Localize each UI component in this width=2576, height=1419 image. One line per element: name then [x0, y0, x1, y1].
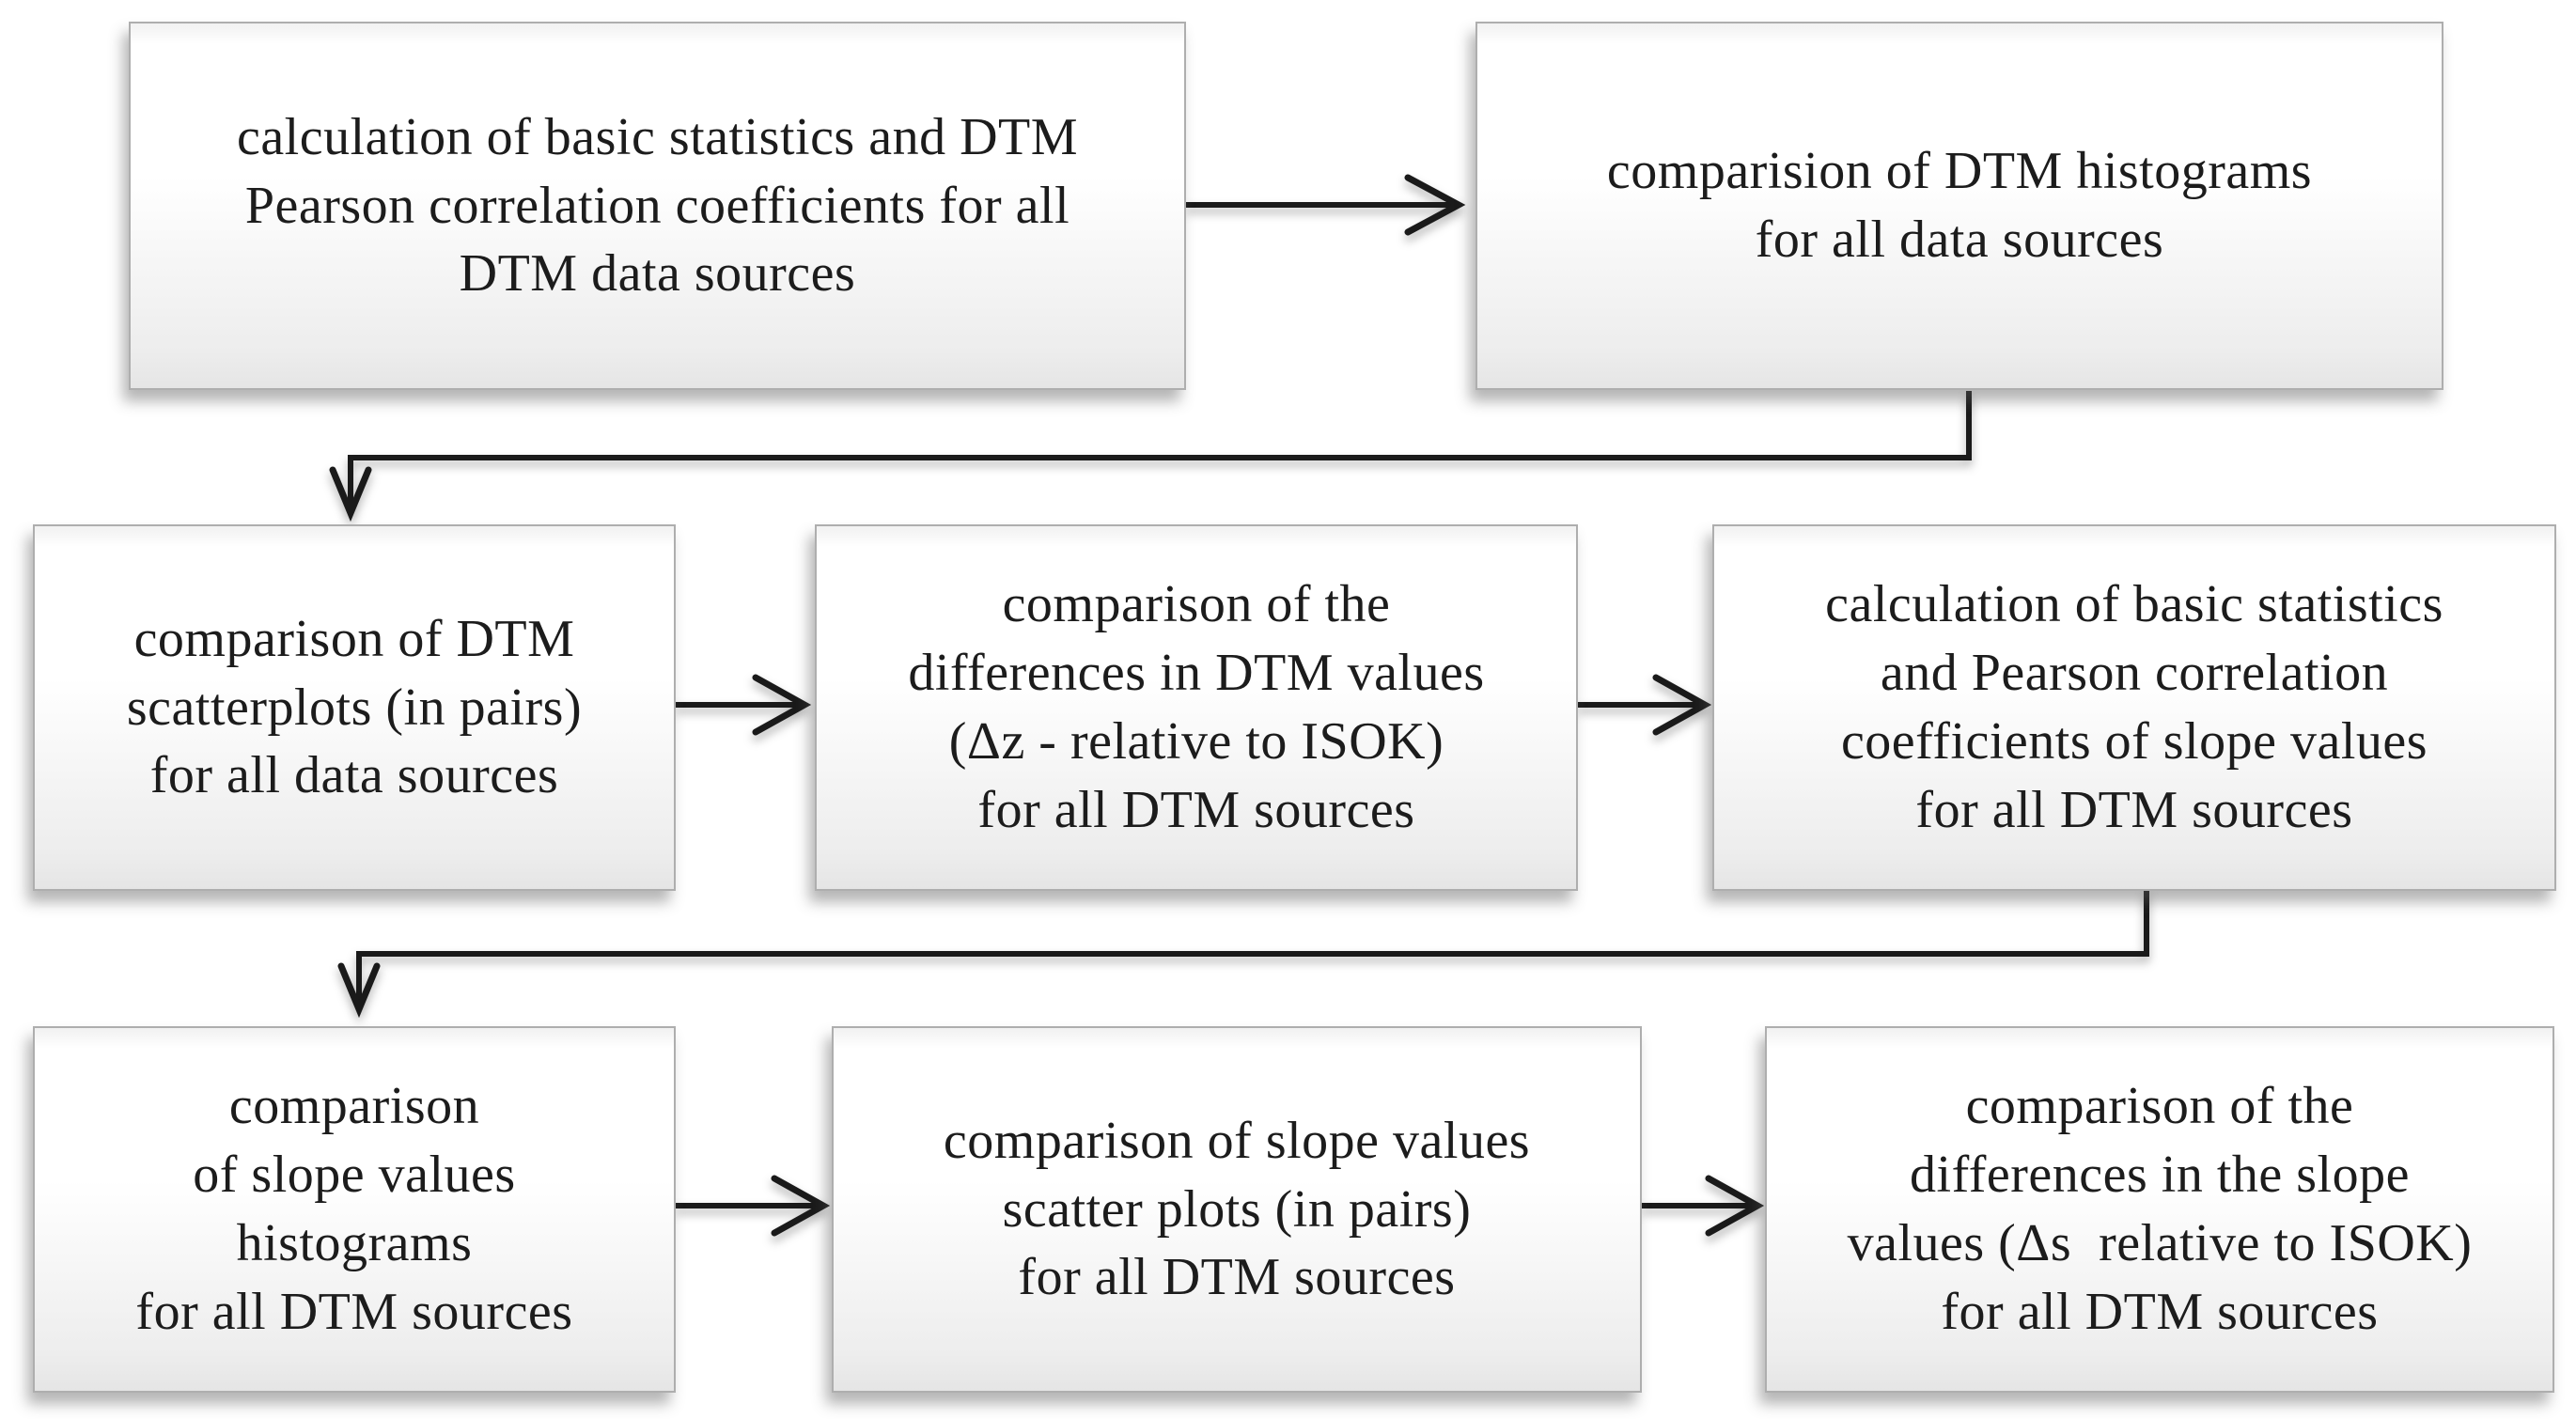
box-slope-differences-text: comparison of the differences in the slo…	[1847, 1077, 2473, 1341]
box-slope-differences: comparison of the differences in the slo…	[1765, 1026, 2554, 1393]
connector-box2-to-box3	[329, 391, 1972, 522]
arrow-head-right-icon	[1705, 1175, 1765, 1237]
box-dtm-differences-text: comparison of the differences in DTM val…	[908, 575, 1485, 839]
arrow-head-down-icon	[337, 962, 381, 1019]
box-dtm-scatterplots-text: comparison of DTM scatterplots (in pairs…	[126, 609, 583, 805]
box-slope-scatterplots: comparison of slope values scatter plots…	[832, 1026, 1642, 1393]
connector-box5-to-box6	[337, 889, 2149, 1019]
arrow-head-right-icon	[1404, 174, 1466, 236]
box-dtm-scatterplots: comparison of DTM scatterplots (in pairs…	[33, 524, 676, 891]
arrow-head-right-icon	[1652, 674, 1712, 736]
box-basic-statistics-dtm: calculation of basic statistics and DTM …	[129, 22, 1186, 390]
elbow-shaft	[356, 889, 2149, 1002]
arrow-box6-to-box7	[676, 1175, 831, 1237]
arrow-box7-to-box8	[1642, 1175, 1765, 1237]
box-slope-histograms-text: comparison of slope values histograms fo…	[135, 1077, 573, 1341]
elbow-shaft	[348, 391, 1972, 506]
box-basic-statistics-dtm-text: calculation of basic statistics and DTM …	[236, 107, 1079, 304]
arrow-head-right-icon	[771, 1175, 831, 1237]
box-dtm-histograms-text: comparision of DTM histograms for all da…	[1606, 142, 2313, 269]
arrow-head-right-icon	[752, 674, 812, 736]
box-slope-statistics-text: calculation of basic statistics and Pear…	[1825, 575, 2443, 839]
box-dtm-histograms: comparision of DTM histograms for all da…	[1475, 22, 2443, 390]
arrow-box3-to-box4	[676, 674, 812, 736]
arrow-head-down-icon	[329, 466, 372, 522]
arrow-box4-to-box5	[1578, 674, 1712, 736]
box-dtm-differences: comparison of the differences in DTM val…	[815, 524, 1578, 891]
arrow-box1-to-box2	[1186, 174, 1466, 236]
box-slope-scatterplots-text: comparison of slope values scatter plots…	[943, 1111, 1531, 1307]
box-slope-statistics: calculation of basic statistics and Pear…	[1712, 524, 2556, 891]
box-slope-histograms: comparison of slope values histograms fo…	[33, 1026, 676, 1393]
